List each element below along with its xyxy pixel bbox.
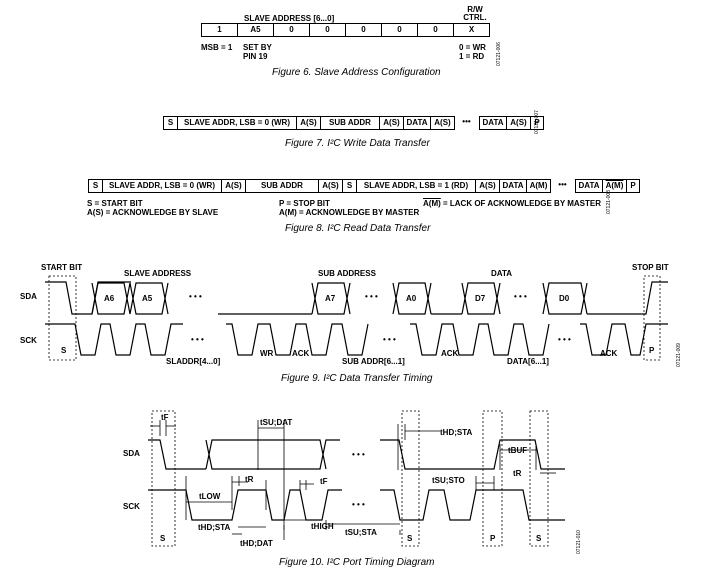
fig6-caption: Figure 6. Slave Address Configuration [272,67,441,78]
fig6-cell: X [453,23,490,37]
fig10-id: 07121-010 [576,530,582,554]
fig7-caption: Figure 7. I²C Write Data Transfer [285,138,430,149]
fig8-legend-am: A(M) = ACKNOWLEDGE BY MASTER [279,208,420,217]
fig10-tsu-sto: tSU;STO [432,476,465,485]
fig9-stop-bit: STOP BIT [632,263,669,272]
fig9-wr: WR [260,349,274,358]
fig9-sub-address: SUB ADDRESS [318,269,376,278]
fig6-wr: 0 = WR [459,43,486,52]
fig8-legend-s: S = START BIT [87,199,143,208]
fig9-sda-label: SDA [20,292,37,301]
fig8-legend-nam-desc: = LACK OF ACKNOWLEDGE BY MASTER [443,199,602,208]
fig9-dots-sda-3: • • • [514,292,527,301]
fig9-data: DATA [491,269,513,278]
fig9-bit-a6: A6 [104,294,115,303]
fig10-tf-1: tF [161,413,169,422]
fig7-cell: P [530,116,544,130]
fig6-set-by: SET BY [243,43,272,52]
fig10-tr-2: tR [513,469,522,478]
fig10-dots-sda: • • • [352,450,365,459]
fig9-slave-address: SLAVE ADDRESS [124,269,192,278]
fig10-tlow: tLOW [199,492,221,501]
fig6-rw-header: R/W CTRL. [463,5,487,22]
fig9-p-marker: P [649,346,655,355]
fig9-subaddr-bits: SUB ADDR[6...1] [342,357,405,366]
fig9-ack-1: ACK [292,349,310,358]
fig8-legend-nam: A(M) [423,199,441,208]
fig9-dots-sck-3: • • • [558,335,571,344]
fig9-bit-a5: A5 [142,294,153,303]
fig8-caption: Figure 8. I²C Read Data Transfer [285,223,431,234]
fig9-bit-d0: D0 [559,294,570,303]
fig10-sda-label: SDA [123,449,140,458]
fig6-msb-note: MSB = 1 [201,43,233,52]
fig9-dots-sda-1: • • • [189,292,202,301]
fig10-sck-label: SCK [123,502,140,511]
fig6-pin: PIN 19 [243,52,268,61]
fig9-start-bit: START BIT [41,263,83,272]
fig8-cell: P [626,179,640,193]
fig9-data-bits: DATA[6...1] [507,357,549,366]
fig9-dots-sck-1: • • • [191,335,204,344]
fig10-thd-sta-1: tHD;STA [440,428,473,437]
fig6-header: SLAVE ADDRESS [6...0] [244,14,335,23]
fig10-tf-2: tF [320,477,328,486]
fig10-thigh: tHIGH [311,522,334,531]
fig8-legend-as: A(S) = ACKNOWLEDGE BY SLAVE [87,208,219,217]
fig10-dots-sck: • • • [352,500,365,509]
fig10-thd-dat: tHD;DAT [240,539,273,548]
fig9-sck-label: SCK [20,336,37,345]
fig10-s-marker-3: S [536,534,542,543]
fig9-bit-d7: D7 [475,294,486,303]
fig10-s-marker-1: S [160,534,166,543]
fig9-bit-a7: A7 [325,294,336,303]
fig9-ack-3: ACK [600,349,618,358]
fig10-thd-sta-2: tHD;STA [198,523,231,532]
fig8-cell: A(M) [526,179,551,193]
fig8-legend-p: P = STOP BIT [279,199,330,208]
fig10-tsu-dat: tSU;DAT [260,418,293,427]
fig10-s-marker-2: S [407,534,413,543]
fig9-s-marker: S [61,346,67,355]
fig9-sladdr: SLADDR[4...0] [166,357,221,366]
fig10-tsu-sta: tSU;STA [345,528,377,537]
fig9-dots-sda-2: • • • [365,292,378,301]
fig9-bit-a0: A0 [406,294,417,303]
fig10-tr-1: tR [245,475,254,484]
fig7-cell: A(S) [430,116,455,130]
fig9-dots-sck-2: • • • [383,335,396,344]
fig10-p-marker: P [490,534,496,543]
fig7-cell: ••• [462,117,471,126]
fig8-cell: ••• [558,180,567,189]
fig10-caption: Figure 10. I²C Port Timing Diagram [279,557,435,568]
fig9-diagram [45,275,668,361]
fig6-rd: 1 = RD [459,52,485,61]
fig10-tbuf: tBUF [508,446,528,455]
fig9-ack-2: ACK [441,349,459,358]
fig9-caption: Figure 9. I²C Data Transfer Timing [281,373,433,384]
